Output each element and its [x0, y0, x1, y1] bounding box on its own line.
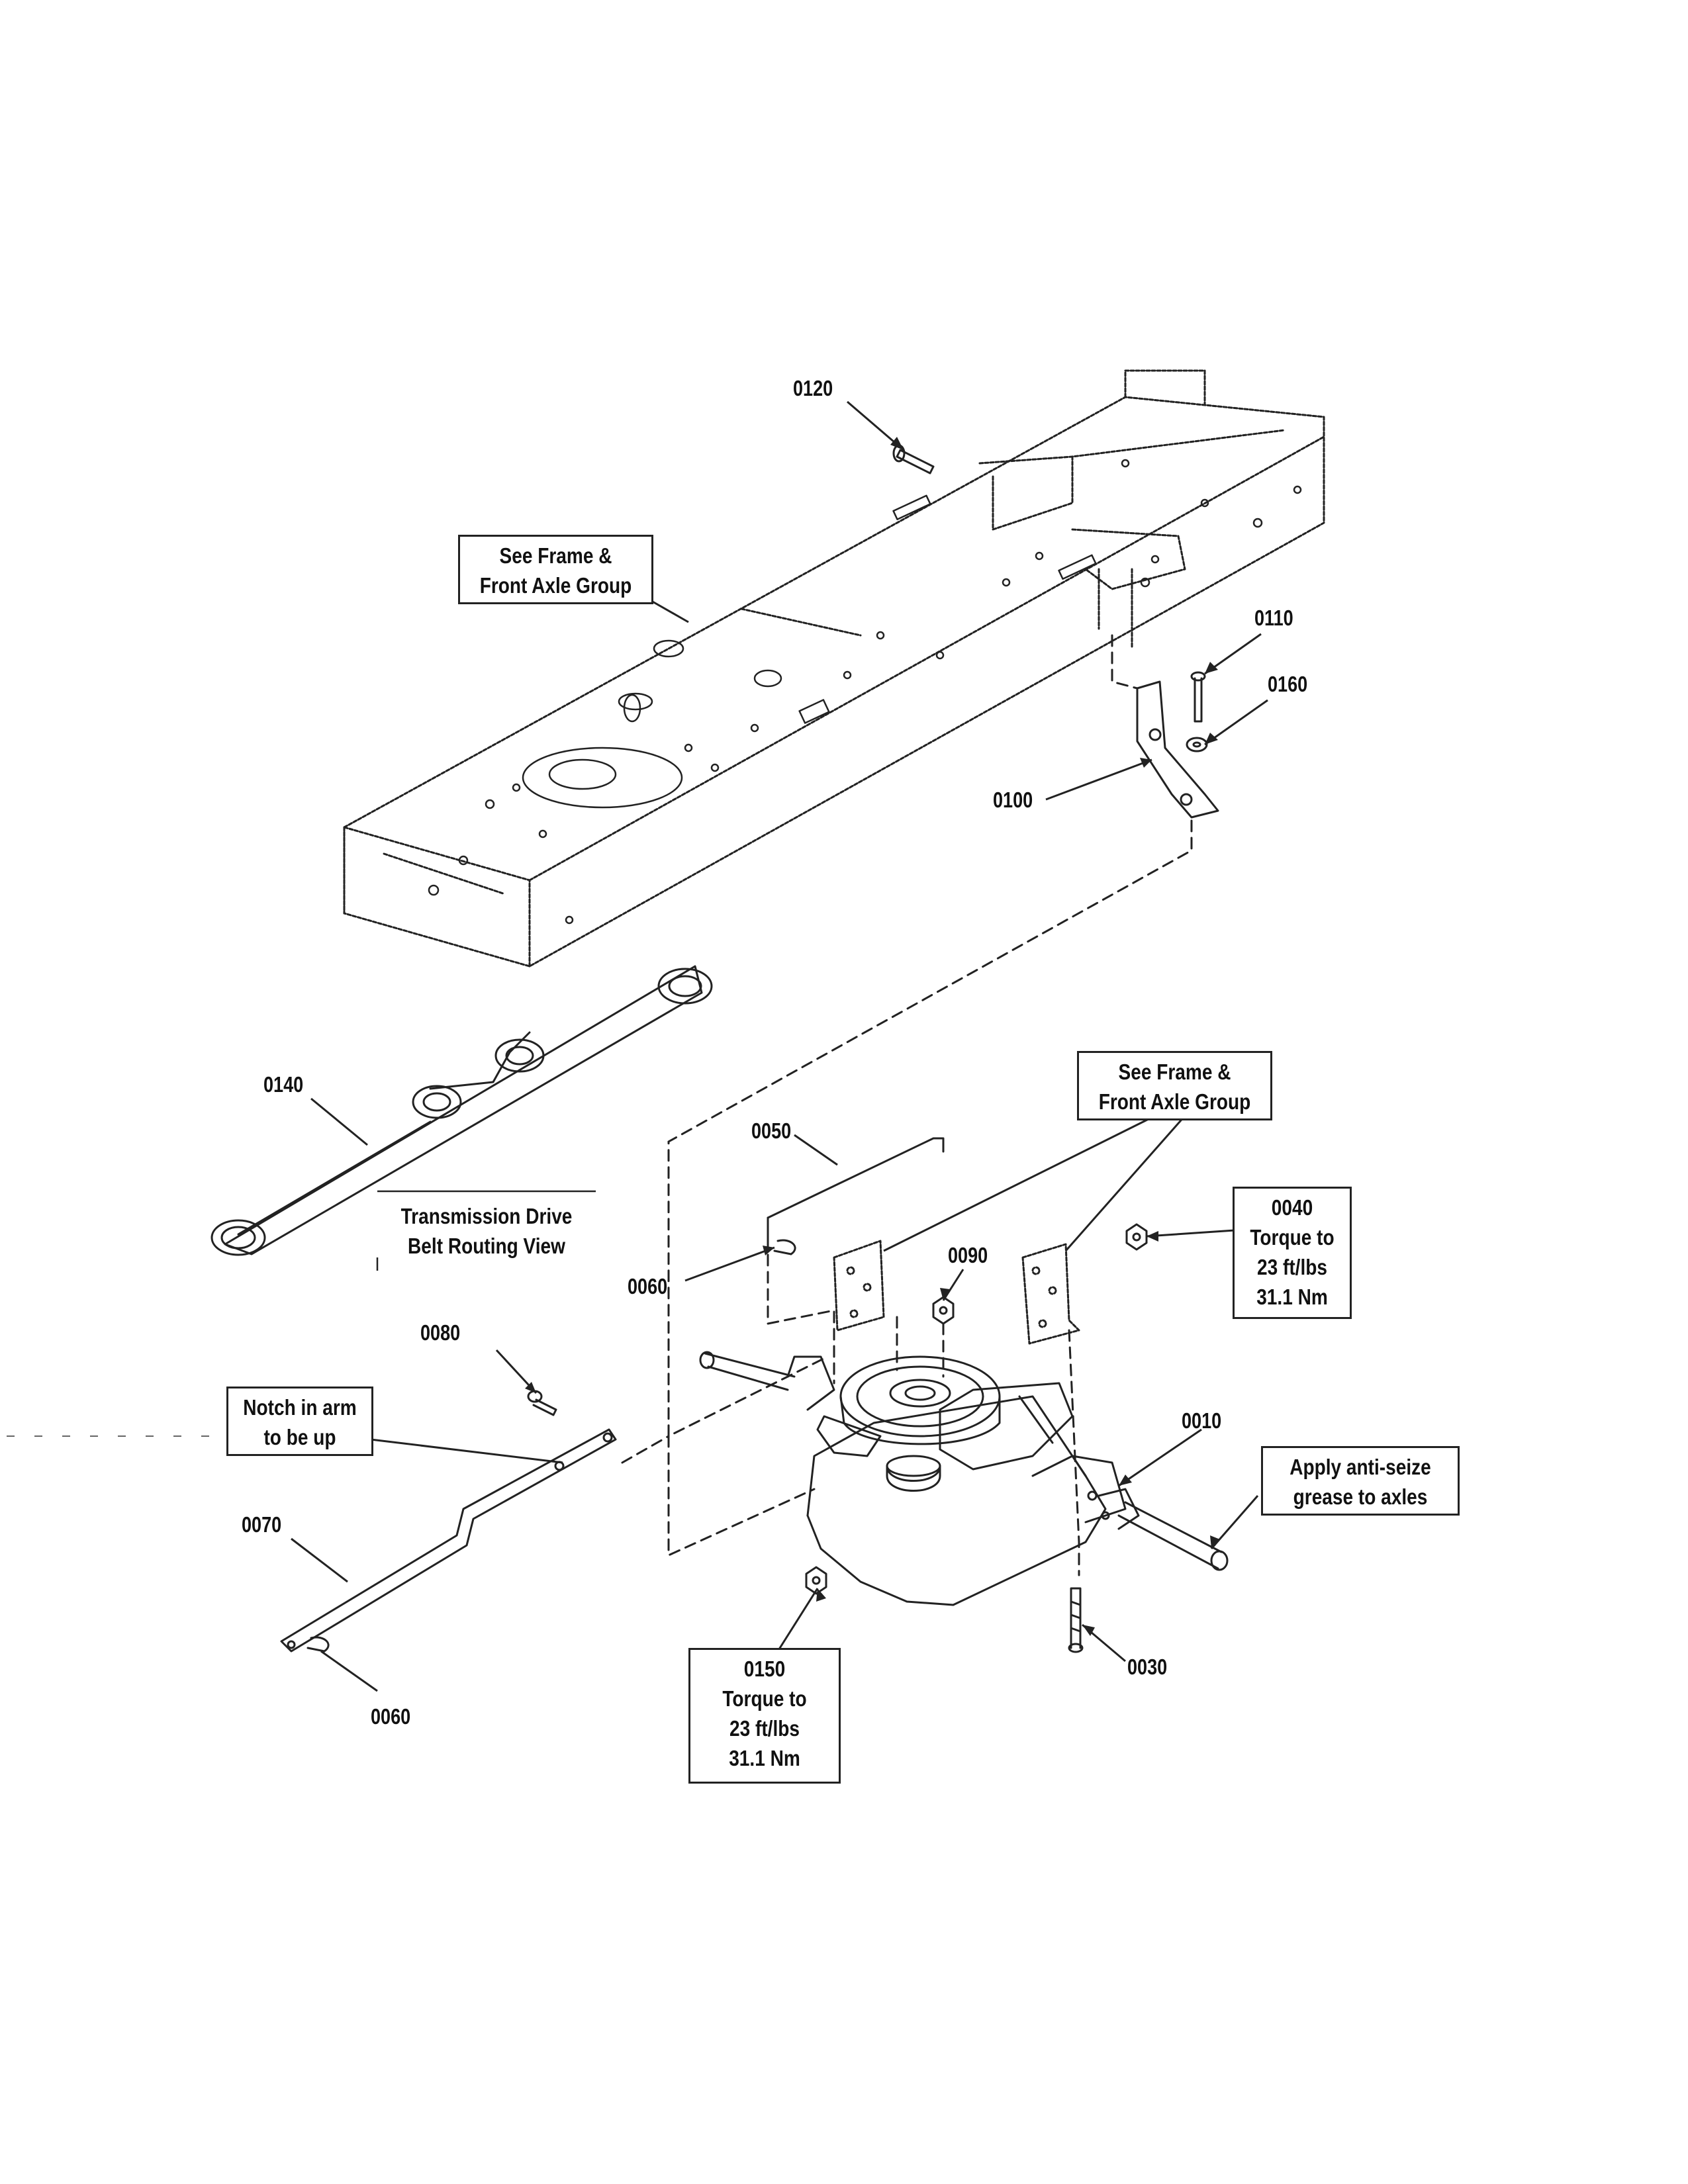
- nut-0090: [932, 1296, 955, 1325]
- part-label-0120: 0120: [793, 376, 833, 400]
- leader-0040: [1146, 1228, 1245, 1238]
- arrowhead-0120: [890, 437, 904, 450]
- leader-0090: [942, 1269, 964, 1301]
- note-antiseize-line2: grease to axles: [1293, 1484, 1428, 1509]
- arrowhead-0040: [1147, 1231, 1158, 1242]
- leader-notch: [370, 1438, 563, 1464]
- part-label-0050: 0050: [751, 1118, 792, 1143]
- arrowhead-0110: [1205, 662, 1218, 674]
- part-label-0160: 0160: [1268, 672, 1308, 696]
- part-label-0100: 0100: [993, 788, 1033, 812]
- leader-0150: [776, 1588, 819, 1652]
- part-label-0010: 0010: [1182, 1408, 1222, 1433]
- arrowhead-0150: [816, 1588, 826, 1602]
- clip-0060-upper: [773, 1239, 796, 1255]
- note-torque-0040-line4: 31.1 Nm: [1256, 1285, 1328, 1309]
- leader-0060b: [320, 1650, 378, 1692]
- arm-0070: [280, 1428, 617, 1653]
- rod-0050: [767, 1137, 945, 1239]
- washer-0160: [1186, 737, 1208, 752]
- part-label-0080: 0080: [420, 1320, 461, 1345]
- arrowhead-0080: [525, 1382, 536, 1393]
- arrowhead-0160: [1205, 733, 1218, 745]
- leader-0160: [1204, 699, 1268, 746]
- leader-0100: [1045, 758, 1152, 801]
- bolt-0030: [1068, 1587, 1084, 1653]
- part-label-0060-upper: 0060: [628, 1274, 668, 1298]
- part-label-0140: 0140: [263, 1072, 304, 1097]
- leader-frame-mid-1: [883, 1115, 1156, 1252]
- clip-0060-lower: [306, 1636, 330, 1653]
- note-notch-line1: Notch in arm: [243, 1395, 357, 1420]
- leader-0050: [794, 1134, 838, 1166]
- note-antiseize: Apply anti-seize grease to axles: [1261, 1446, 1460, 1516]
- mount-bracket-right: [1021, 1243, 1080, 1345]
- part-label-0070: 0070: [242, 1512, 282, 1537]
- arrowhead-antiseize: [1210, 1535, 1220, 1549]
- drive-belt-0140: [211, 965, 713, 1256]
- leader-0060a: [684, 1246, 775, 1282]
- leader-frame-mid-2: [1064, 1115, 1186, 1251]
- note-notch: Notch in arm to be up: [226, 1387, 373, 1456]
- bolt-0120: [892, 444, 935, 475]
- leader-0140: [310, 1097, 368, 1146]
- note-see-frame-mid: See Frame & Front Axle Group: [1077, 1051, 1272, 1120]
- arrowhead-0100: [1140, 758, 1152, 768]
- nut-0040: [1125, 1223, 1148, 1251]
- frame-holes: [428, 459, 1302, 925]
- note-torque-0040-line3: 23 ft/lbs: [1256, 1255, 1327, 1279]
- note-belt-routing-line1: Transmission Drive: [400, 1204, 573, 1228]
- note-see-frame-top-line1: See Frame &: [499, 543, 612, 568]
- arrowhead-0010: [1119, 1475, 1132, 1486]
- part-label-0110: 0110: [1254, 606, 1293, 630]
- mount-bracket-left: [833, 1240, 885, 1332]
- screw-0080: [527, 1390, 557, 1416]
- arrowhead-0030: [1082, 1625, 1095, 1636]
- bracket-0100: [1136, 680, 1219, 819]
- bolt-0110: [1190, 671, 1206, 723]
- note-belt-routing-line2: Belt Routing View: [408, 1234, 565, 1258]
- leader-0010: [1118, 1428, 1202, 1487]
- nut-0150: [805, 1566, 827, 1595]
- leader-0070: [291, 1537, 348, 1583]
- arrowhead-0060a: [763, 1246, 774, 1255]
- note-torque-0040-line2: Torque to: [1250, 1225, 1335, 1250]
- note-see-frame-mid-line2: Front Axle Group: [1098, 1089, 1251, 1114]
- part-label-0060-lower: 0060: [371, 1704, 411, 1729]
- arrowhead-0090: [940, 1288, 950, 1300]
- note-torque-0150: 0150 Torque to 23 ft/lbs 31.1 Nm: [688, 1648, 841, 1784]
- note-antiseize-line1: Apply anti-seize: [1289, 1455, 1431, 1479]
- note-see-frame-mid-line1: See Frame &: [1118, 1060, 1231, 1084]
- note-belt-routing-view: Transmission Drive Belt Routing View: [377, 1201, 596, 1261]
- note-torque-0040-part: 0040: [1271, 1195, 1313, 1220]
- note-see-frame-top: See Frame & Front Axle Group: [458, 535, 653, 604]
- note-torque-0150-part: 0150: [743, 1657, 786, 1681]
- part-label-0090: 0090: [948, 1243, 988, 1267]
- frame-drawing: [343, 369, 1325, 968]
- transmission-0010: [699, 1351, 1229, 1606]
- note-torque-0150-line2: Torque to: [722, 1686, 807, 1711]
- note-notch-line2: to be up: [263, 1425, 336, 1449]
- part-label-0030: 0030: [1127, 1655, 1168, 1679]
- note-torque-0150-line4: 31.1 Nm: [729, 1746, 800, 1770]
- note-see-frame-top-line2: Front Axle Group: [479, 573, 632, 598]
- note-torque-0040: 0040 Torque to 23 ft/lbs 31.1 Nm: [1233, 1187, 1352, 1319]
- note-torque-0150-line3: 23 ft/lbs: [729, 1716, 800, 1741]
